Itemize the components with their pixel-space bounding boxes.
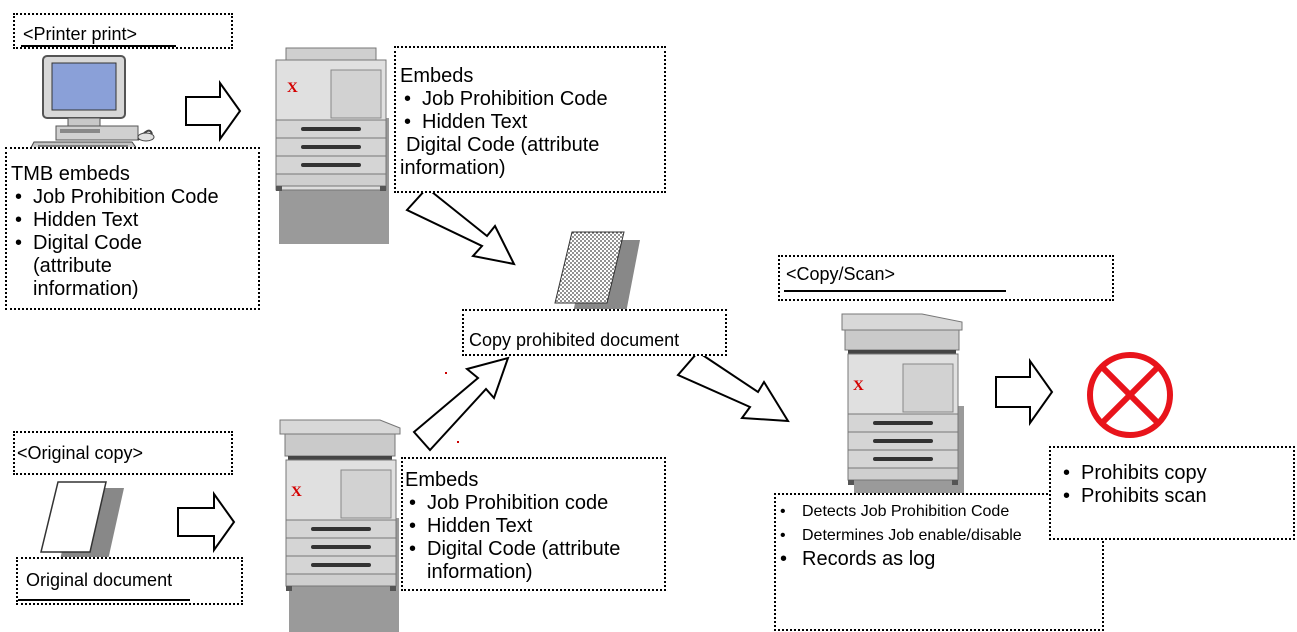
- brand-logo: X: [291, 484, 302, 500]
- original-document-label: Original document: [26, 570, 173, 590]
- original-document-icon: [40, 481, 124, 560]
- prohibits-box: Prohibits copy Prohibits scan: [1049, 446, 1295, 540]
- tmb-item-digital-code: Digital Code (attribute information): [11, 232, 163, 301]
- result-prohibits-scan: Prohibits scan: [1059, 485, 1289, 508]
- printer-print-heading: <Printer print>: [23, 24, 138, 44]
- computer-icon: [27, 55, 155, 154]
- arrow-right-icon: [995, 357, 1054, 427]
- tmb-embeds-title: TMB embeds: [11, 163, 130, 185]
- copy-prohibited-document-label: Copy prohibited document: [469, 330, 680, 350]
- mfp-embeds-item-digital-code: Digital Code (attribute information): [405, 538, 667, 584]
- tmb-item-job-prohibition-code: Job Prohibition Code: [11, 186, 261, 209]
- copy-scan-heading-box: <Copy/Scan>: [778, 255, 1114, 301]
- mfp-embeds-item-job-prohibition-code: Job Prohibition code: [405, 492, 667, 515]
- prohibited-icon: [1087, 352, 1173, 438]
- printer-embeds-item-job-prohibition-code: Job Prohibition Code: [400, 88, 664, 111]
- original-copy-heading-box: <Original copy>: [13, 431, 233, 475]
- original-document-box: Original document: [16, 557, 243, 605]
- original-copy-heading: <Original copy>: [17, 443, 144, 463]
- arrow-diagonal-up-icon: [412, 356, 510, 452]
- arrow-right-icon: [185, 79, 242, 143]
- brand-logo: X: [287, 80, 298, 96]
- printer-embeds-digital-code: Digital Code (attribute information): [400, 134, 600, 179]
- action-detects-job-prohibition-code: Detects Job Prohibition Code: [776, 500, 1022, 524]
- printer-embeds-title: Embeds: [400, 65, 474, 87]
- action-determines-job-enable: Determines Job enable/disable: [776, 524, 1102, 548]
- brand-logo: X: [853, 378, 864, 394]
- arrow-right-icon: [177, 490, 236, 554]
- printer-print-heading-box: <Printer print>: [13, 13, 233, 49]
- mfp-embeds-item-hidden-text: Hidden Text: [405, 515, 667, 538]
- arrow-diagonal-down-icon: [405, 186, 516, 266]
- action-records-as-log: Records as log: [776, 548, 1102, 571]
- copy-scan-heading: <Copy/Scan>: [786, 264, 896, 284]
- copy-prohibited-document-box: Copy prohibited document: [462, 309, 727, 356]
- copy-prohibited-document-icon: [554, 231, 640, 318]
- tmb-embeds-box: TMB embeds Job Prohibition Code Hidden T…: [5, 147, 260, 310]
- printer-embeds-box: Embeds Job Prohibition Code Hidden Text …: [394, 46, 666, 193]
- result-prohibits-copy: Prohibits copy: [1059, 462, 1289, 485]
- arrow-diagonal-right-icon: [676, 350, 790, 423]
- tmb-item-hidden-text: Hidden Text: [11, 209, 261, 232]
- printer-embeds-item-hidden-text: Hidden Text: [400, 111, 664, 134]
- mfp-embeds-box: Embeds Job Prohibition code Hidden Text …: [401, 457, 666, 591]
- printer-icon: [275, 47, 389, 244]
- mfp-embeds-title: Embeds: [405, 469, 479, 491]
- multifunction-printer-icon: [279, 419, 401, 632]
